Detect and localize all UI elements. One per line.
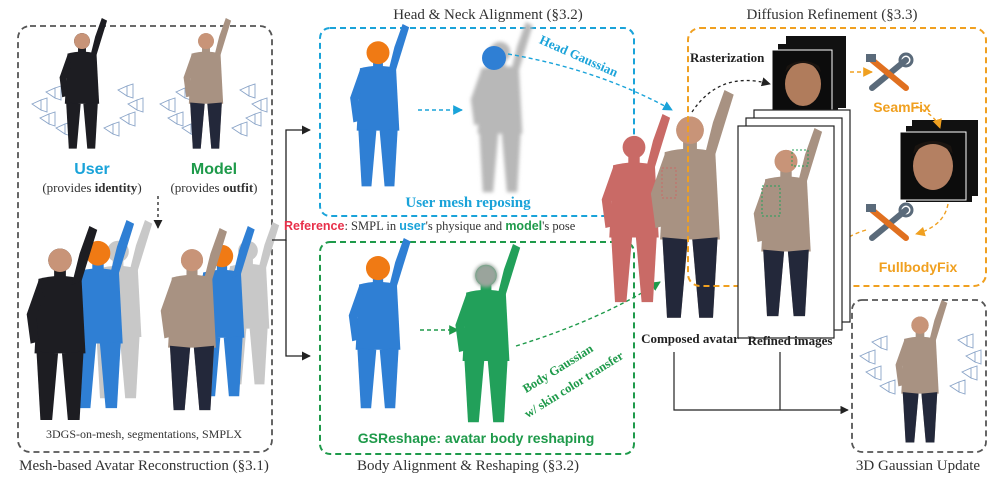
refined-face-box: [791, 149, 809, 167]
body-user-blue-mesh: [348, 238, 411, 409]
recon-user-photo: [26, 226, 98, 421]
refined-avatar-figure: [753, 127, 823, 317]
update-caption: 3D Gaussian Update: [856, 458, 980, 474]
rasterization-label: Rasterization: [690, 50, 765, 65]
update-panel-border: [851, 299, 987, 453]
model-provides: (provides outfit): [170, 180, 257, 195]
body-caption: Body Alignment & Reshaping (§3.2): [357, 458, 579, 474]
model-label: Model: [191, 161, 237, 178]
raster-face-stack: [771, 36, 846, 116]
head-gaussian-head: [482, 46, 506, 70]
recon-panel-border: [17, 25, 273, 453]
fullbodyfix-out-arrow: [833, 229, 867, 249]
update-arrow-from-composed: [673, 352, 849, 415]
user-label: User: [74, 161, 110, 178]
fork-arrow-head: [272, 125, 311, 241]
reference-text: Reference: SMPL in user's physique and m…: [284, 219, 576, 233]
head-panel-title: Head & Neck Alignment (§3.2): [393, 7, 583, 23]
head-panel-border: [319, 27, 635, 217]
seamfix-label: SeamFix: [873, 99, 931, 115]
fullbodyfix-tools-icon: [866, 202, 914, 241]
head-blurred-reposed-mesh: [470, 21, 533, 193]
fullbodyfix-label: FullbodyFix: [879, 259, 958, 275]
diffusion-title: Diffusion Refinement (§3.3): [747, 7, 918, 23]
update-avatar-figure: [895, 300, 948, 443]
rasterization-arrow: [691, 77, 771, 113]
composed-avatar-figure: [650, 90, 734, 318]
fork-arrow-body: [285, 240, 311, 361]
body-gaussian-arrow: [515, 281, 661, 347]
model-figure: [183, 17, 232, 149]
recon-model-photo: [160, 228, 227, 411]
refined-seam-box: [761, 185, 781, 217]
head-gaussian-arrow: [507, 53, 673, 111]
seamfix-tools-icon: [866, 52, 914, 91]
composed-avatar-label: Composed avatar: [641, 331, 739, 346]
refined-images-label: Refined images: [748, 333, 833, 348]
refined-face-stack: [899, 120, 978, 202]
fullbodyfix-in-arrow: [915, 203, 949, 237]
head-user-blue-mesh: [350, 24, 410, 187]
head-gaussian-label: Head Gaussian: [537, 32, 621, 80]
head-panel-label: User mesh reposing: [405, 195, 531, 211]
user-provides: (provides identity): [42, 180, 141, 195]
seamfix-out-arrow: [915, 105, 942, 129]
body-green-mesh: [455, 244, 521, 423]
recon-footer: 3DGS-on-mesh, segmentations, SMPLX: [46, 427, 242, 441]
body-panel-label: GSReshape: avatar body reshaping: [358, 430, 595, 446]
body-panel-border: [319, 241, 635, 455]
user-figure: [59, 17, 108, 149]
composed-seam-box: [661, 167, 677, 199]
recon-caption: Mesh-based Avatar Reconstruction (§3.1): [19, 458, 269, 474]
